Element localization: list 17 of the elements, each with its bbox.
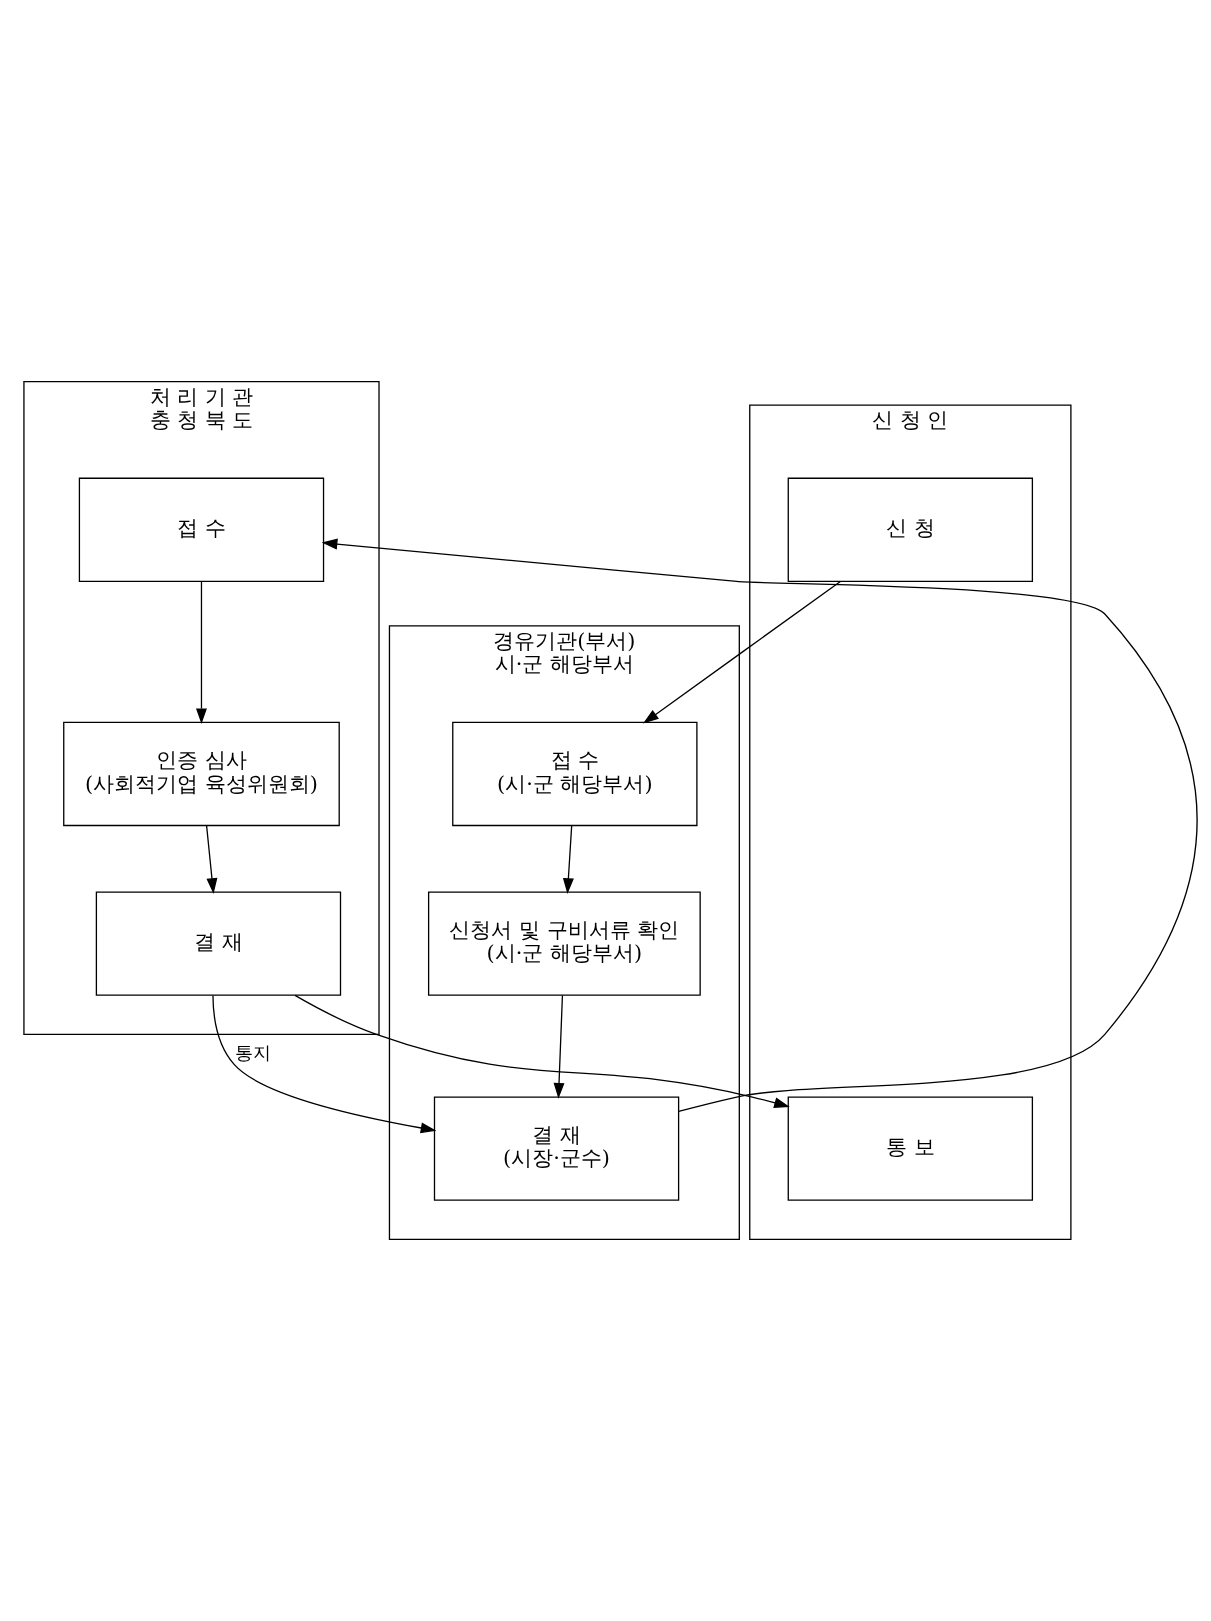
arrow	[196, 581, 207, 725]
arrow	[294, 994, 790, 1109]
arrow	[205, 825, 218, 894]
node-box: 통 보	[787, 1096, 1034, 1201]
node-box: 접 수 (시·군 해당부서)	[452, 721, 698, 827]
node-box: 결 재 (시장·군수)	[433, 1096, 680, 1201]
arrow	[553, 994, 565, 1099]
node-box: 결 재	[95, 891, 342, 996]
node-box: 접 수	[78, 477, 325, 583]
arrow	[321, 538, 1198, 1113]
node-box: 인증 심사 (사회적기업 육성위원회)	[63, 721, 340, 827]
arrow	[212, 994, 437, 1134]
node-box: 신 청	[787, 477, 1034, 583]
edge-label: 통지	[235, 1042, 272, 1064]
arrow	[562, 825, 574, 894]
node-box: 신청서 및 구비서류 확인 (시·군 해당부서)	[427, 891, 701, 996]
arrow	[643, 580, 842, 724]
